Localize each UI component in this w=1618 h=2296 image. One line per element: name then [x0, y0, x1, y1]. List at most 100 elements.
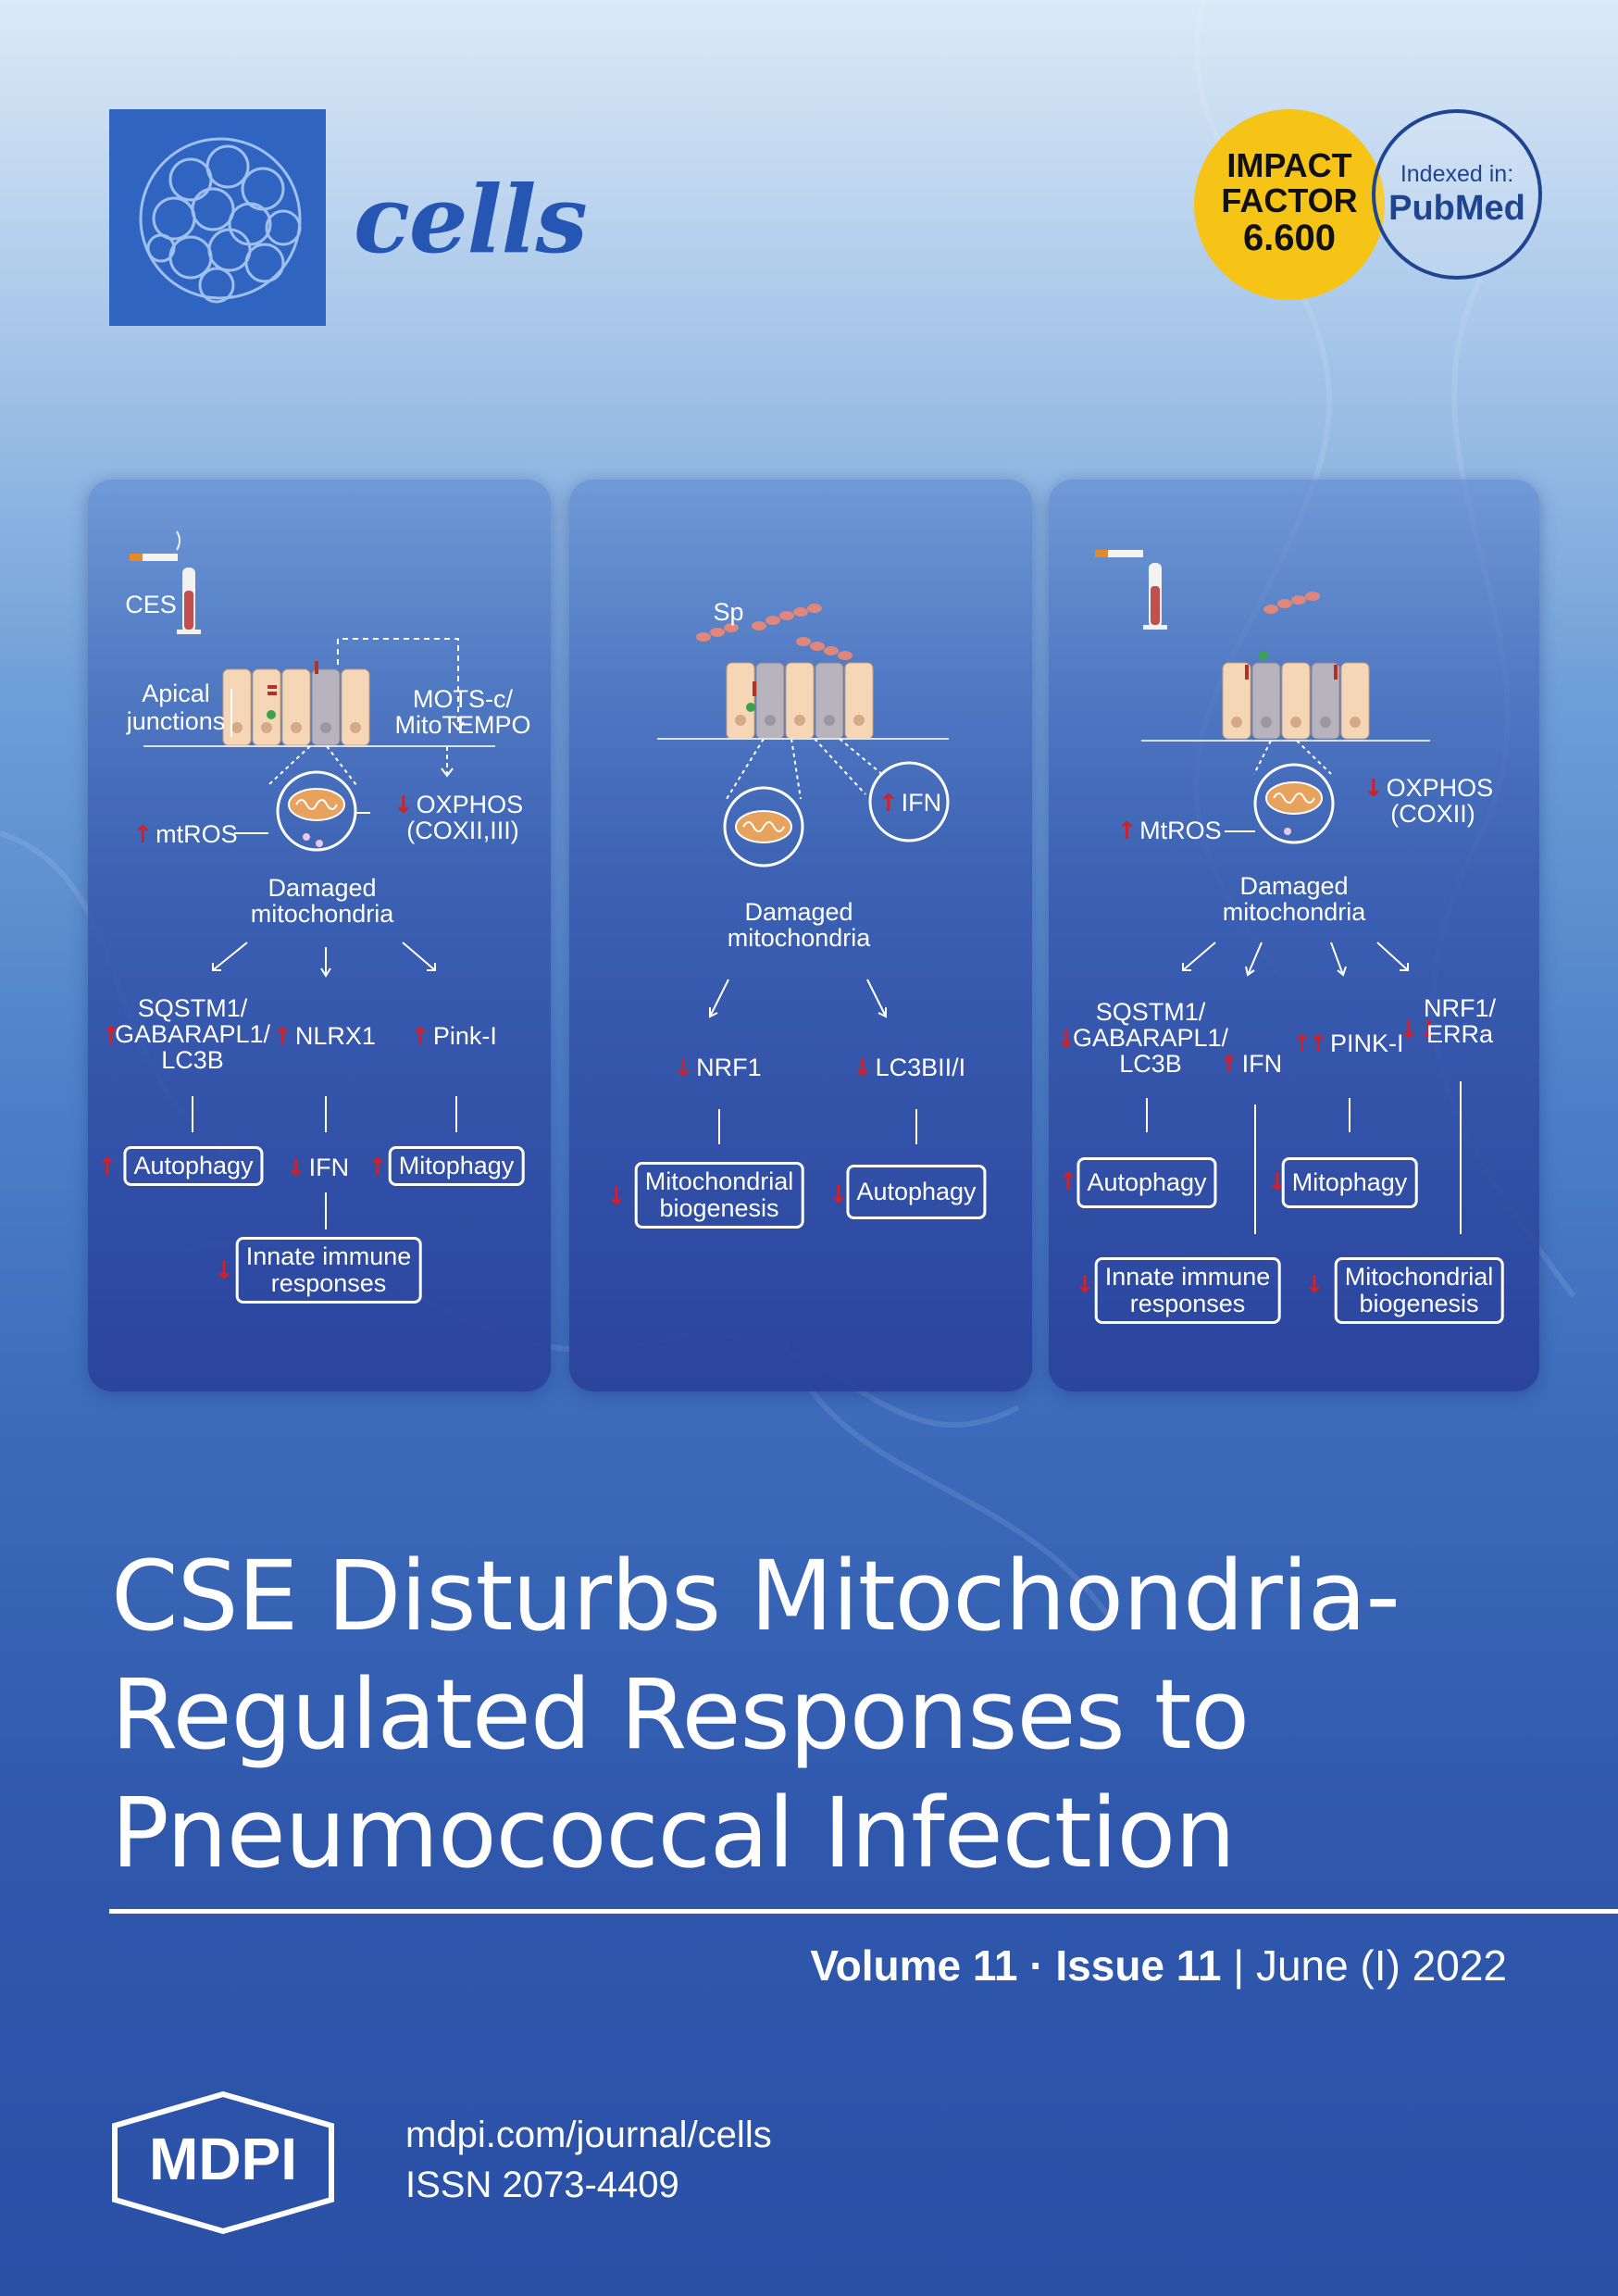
damaged-label: Damaged — [744, 898, 853, 926]
double-down-arrow-icon: ↓↓ — [1399, 1017, 1439, 1044]
bacteria-chain-icon — [1263, 592, 1320, 614]
oxphos-sub-label: (COXII) — [1390, 800, 1475, 828]
impact-factor-label: IMPACT — [1226, 146, 1352, 184]
apical-text: Apical junctions — [126, 680, 226, 735]
mito-line2: biogenesis — [1359, 1290, 1479, 1317]
cell-cluster-icon — [139, 137, 302, 304]
ifn-text: IFN — [286, 1154, 349, 1181]
nrf1-text: NRF1 — [673, 1054, 761, 1081]
pink-text: Pink-I — [410, 1022, 497, 1050]
test-tube-icon — [1143, 563, 1167, 630]
down-arrow-icon: ↓ — [606, 1183, 627, 1211]
mdpi-hexagon-icon: MDPI — [112, 2090, 334, 2235]
mitochondria-label: mitochondria — [727, 924, 871, 952]
mito-line1: Mitochondrial — [1344, 1263, 1494, 1291]
oxphos-text: OXPHOS — [393, 791, 523, 818]
nlrx1-text: NLRX1 — [272, 1022, 376, 1050]
flow-arrows — [709, 979, 917, 1144]
mdpi-logo: MDPI — [109, 2090, 337, 2235]
autophagy-box: Autophagy — [846, 1165, 987, 1219]
damaged-label: Damaged — [268, 874, 377, 902]
lc3-text: LC3BII/I — [853, 1054, 965, 1081]
autophagy-box: Autophagy — [123, 1146, 264, 1186]
lc3b-label: LC3B — [1119, 1050, 1182, 1078]
nrf1-label: NRF1/ — [1423, 994, 1497, 1022]
mito-line2: biogenesis — [659, 1194, 779, 1222]
mtros-label: mtROS — [132, 820, 237, 849]
oxphos-sub-label: (COXII,III) — [406, 817, 519, 844]
up-arrow-icon: ↑ — [1058, 1168, 1078, 1196]
innate-line2: responses — [270, 1269, 387, 1297]
down-arrow-icon: ↓ — [1056, 1026, 1077, 1054]
volume-label: Volume 11 — [810, 1941, 1018, 1990]
oxphos-label: OXPHOS — [1363, 774, 1493, 803]
epithelial-cells — [657, 662, 949, 800]
mdpi-logo-text: MDPI — [149, 2126, 297, 2192]
article-title: CSE Disturbs Mitochondria- Regulated Res… — [111, 1537, 1592, 1892]
innate-line1: Innate immune — [245, 1242, 412, 1270]
innate-line2: responses — [1129, 1290, 1246, 1317]
panel-ces-diagram — [130, 530, 495, 1229]
mtros-text: MtROS — [1116, 817, 1221, 844]
impact-factor-label-2: FACTOR — [1221, 181, 1358, 219]
lc3-label: LC3BII/I — [853, 1054, 965, 1082]
journal-logo — [109, 109, 326, 326]
apical-junctions-label: Apical junctions — [116, 680, 236, 735]
mitophagy-box: Mitophagy — [1281, 1157, 1418, 1208]
sp-label: Sp — [713, 598, 744, 626]
divider — [109, 1909, 1618, 1914]
damaged-label: Damaged — [1239, 872, 1349, 900]
issue-bar: | — [1221, 1941, 1256, 1990]
mtros-label: MtROS — [1116, 817, 1221, 845]
issue-label: Issue 11 — [1055, 1941, 1222, 1990]
down-arrow-icon: ↓ — [1075, 1271, 1095, 1299]
cigarette-icon — [130, 530, 180, 561]
up-arrow-icon: ↑ — [97, 1154, 118, 1181]
issue-info: Volume 11 · Issue 11 | June (I) 2022 — [810, 1940, 1507, 1990]
impact-factor-value: 6.600 — [1242, 218, 1337, 258]
pubmed-label: PubMed — [1388, 189, 1525, 228]
ifn-label: IFN — [1219, 1050, 1282, 1079]
mitochondrial-biogenesis-box: Mitochondrial biogenesis — [634, 1162, 804, 1229]
erra-label: ERRa — [1425, 1020, 1494, 1048]
cigarette-icon — [1095, 550, 1143, 557]
journal-name: cells — [354, 165, 588, 274]
ifn-text: IFN — [1219, 1050, 1282, 1078]
pink-label: Pink-I — [410, 1022, 497, 1051]
panel-sp: Sp IFN Damaged mitochondria NRF1 LC3BII/… — [569, 480, 1032, 1391]
sqstm1-label: SQSTM1/ — [137, 994, 248, 1022]
ifn-label: IFN — [286, 1154, 349, 1182]
panel-ces-sp: OXPHOS (COXII) MtROS Damaged mitochondri… — [1049, 480, 1539, 1391]
mots-label: MOTS-c/ — [413, 685, 513, 713]
epithelial-cells — [1141, 651, 1430, 775]
down-arrow-icon: ↓ — [828, 1181, 849, 1209]
pink-text: PINK-I — [1291, 1029, 1403, 1057]
ifn-label: IFN — [878, 789, 941, 817]
title-line-1: CSE Disturbs Mitochondria- — [111, 1540, 1400, 1653]
oxphos-label: OXPHOS — [393, 791, 523, 819]
ces-label: CES — [125, 591, 177, 618]
test-tube-icon — [177, 568, 201, 634]
issn: ISSN 2073-4409 — [405, 2165, 679, 2205]
oxphos-text: OXPHOS — [1363, 774, 1493, 802]
panel-ces: CES Apical junctions MOTS-c/ MitoTEMPO m… — [88, 480, 551, 1391]
mitochondrion-zoom — [234, 745, 370, 852]
epithelial-cells — [143, 638, 495, 778]
mitotempo-label: MitoTEMPO — [394, 711, 531, 739]
flow-arrows — [192, 942, 457, 1229]
mitophagy-box: Mitophagy — [388, 1146, 525, 1186]
panel-ces-sp-diagram — [1095, 550, 1462, 1234]
pink-label: PINK-I — [1291, 1029, 1403, 1058]
mitochondrial-biogenesis-box: Mitochondrial biogenesis — [1334, 1257, 1504, 1324]
pubmed-badge: Indexed in: PubMed — [1372, 109, 1542, 280]
journal-url[interactable]: mdpi.com/journal/cells — [405, 2115, 772, 2155]
title-line-2: Regulated Responses to — [111, 1658, 1250, 1771]
nrf1-label: NRF1 — [673, 1054, 761, 1082]
up-arrow-icon: ↑ — [367, 1154, 388, 1181]
mitochondrion-zoom — [723, 761, 950, 867]
gabarapl1-label: GABARAPL1/ — [1072, 1024, 1229, 1052]
innate-immune-box: Innate immune responses — [235, 1237, 422, 1304]
issue-separator: · — [1017, 1941, 1056, 1990]
autophagy-box: Autophagy — [1077, 1157, 1217, 1208]
mito-line1: Mitochondrial — [644, 1167, 794, 1195]
